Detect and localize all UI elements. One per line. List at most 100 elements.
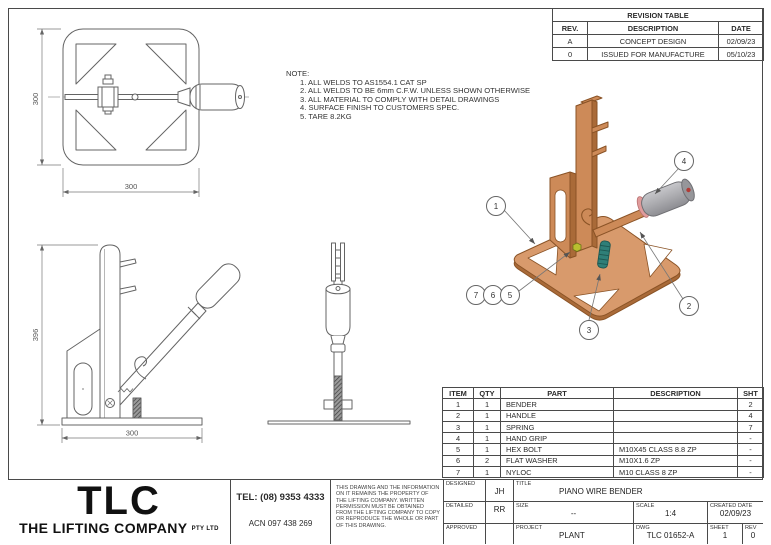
description-cell: M10X45 CLASS 8.8 ZP bbox=[613, 443, 738, 456]
grip-cylinder bbox=[325, 289, 351, 337]
bender-side-view bbox=[267, 242, 411, 425]
dim-top-view-height: 300 bbox=[31, 93, 40, 106]
qty-cell: 1 bbox=[473, 398, 501, 411]
dwg-label: DWG bbox=[636, 525, 650, 531]
balloon-6: 6 bbox=[483, 285, 503, 305]
parts-row: 3 1 SPRING 7 bbox=[442, 420, 764, 434]
description-col-header: DESCRIPTION bbox=[613, 386, 738, 400]
item-col-header: ITEM bbox=[442, 386, 474, 400]
fork-prong-left bbox=[331, 242, 336, 282]
date-cell: 02/09/23 bbox=[717, 34, 765, 48]
rev-number: 0 bbox=[750, 531, 756, 540]
parts-row: 1 1 BENDER 2 bbox=[442, 398, 764, 411]
dim-top-view-width: 300 bbox=[125, 182, 138, 191]
project-value: PLANT bbox=[559, 531, 585, 540]
disclaimer-text: THIS DRAWING AND THE INFORMATION ON IT R… bbox=[336, 485, 440, 529]
description-cell: M10 CLASS 8 ZP bbox=[613, 466, 738, 479]
part-col-header: PART bbox=[500, 386, 614, 400]
date-cell: 05/10/23 bbox=[717, 47, 765, 61]
note-line: 2. ALL WELDS TO BE 6mm C.F.W. UNLESS SHO… bbox=[300, 86, 531, 95]
parts-table: ITEM QTY PART DESCRIPTION SHT 1 1 BENDER… bbox=[442, 386, 764, 479]
disclaimer-cell: THIS DRAWING AND THE INFORMATION ON IT R… bbox=[330, 480, 443, 544]
dimension-lines bbox=[37, 244, 203, 443]
note-line: 3. ALL MATERIAL TO COMPLY WITH DETAIL DR… bbox=[300, 94, 500, 104]
dim-front-view-width: 300 bbox=[126, 429, 139, 438]
created-date-value: 02/09/23 bbox=[719, 509, 752, 518]
scale-label: SCALE bbox=[636, 503, 655, 509]
wire-squiggle bbox=[117, 388, 134, 393]
approved-label-cell: APPROVED bbox=[443, 523, 485, 544]
title-label: TITLE bbox=[516, 481, 532, 487]
sht-cell: - bbox=[737, 432, 764, 445]
drawing-title: PIANO WIRE BENDER bbox=[559, 487, 643, 496]
designed-value-cell: JH bbox=[485, 480, 513, 501]
item-cell: 7 bbox=[442, 466, 474, 479]
sheet-number: 1 bbox=[722, 531, 728, 540]
company-name-text: THE LIFTING COMPANY bbox=[19, 520, 188, 536]
spring-section bbox=[132, 397, 142, 421]
item-cell: 1 bbox=[442, 398, 474, 411]
wire-hook bbox=[134, 356, 148, 380]
scale-cell: SCALE 1:4 bbox=[633, 501, 707, 523]
phone-number: TEL: (08) 9353 4333 bbox=[236, 492, 325, 503]
svg-text:1: 1 bbox=[494, 202, 499, 211]
dwg-cell: DWG TLC 01652-A bbox=[633, 523, 707, 544]
parts-row: 4 1 HAND GRIP - bbox=[442, 432, 764, 445]
fork-prong-right bbox=[340, 242, 345, 282]
title-block: TLC THE LIFTING COMPANY PTY LTD TEL: (08… bbox=[8, 479, 763, 544]
vertical-post bbox=[99, 244, 121, 419]
description-cell: CONCEPT DESIGN bbox=[587, 34, 719, 48]
item-cell: 4 bbox=[442, 432, 474, 445]
description-cell: M10X1.6 ZP bbox=[613, 454, 738, 468]
hex-bolt-iso bbox=[572, 242, 582, 252]
approved-value-cell bbox=[485, 523, 513, 544]
dimension-lines bbox=[37, 28, 200, 197]
size-label: SIZE bbox=[516, 503, 529, 509]
acn-number: ACN 097 438 269 bbox=[248, 519, 313, 528]
project-cell: PROJECT PLANT bbox=[513, 523, 633, 544]
rev-col-header: REV. bbox=[552, 21, 588, 35]
sht-cell: - bbox=[737, 443, 764, 456]
note-line: 4. SURFACE FINISH TO CUSTOMERS SPEC. bbox=[300, 103, 460, 112]
description-cell bbox=[613, 432, 738, 445]
rev-cell: 0 bbox=[552, 47, 588, 61]
gusset-plate-iso bbox=[549, 171, 577, 259]
balloon-2: 2 bbox=[679, 296, 699, 316]
hand-grip-top-view bbox=[177, 83, 245, 111]
fasteners-iso bbox=[572, 240, 611, 269]
item-cell: 5 bbox=[442, 443, 474, 456]
dwg-number: TLC 01652-A bbox=[646, 531, 695, 540]
notes-block: NOTE: 1. ALL WELDS TO AS1554.1 CAT SP 2.… bbox=[286, 69, 531, 121]
description-cell bbox=[613, 420, 738, 434]
part-cell: SPRING bbox=[500, 420, 614, 434]
description-cell bbox=[613, 409, 738, 422]
balloon-3: 3 bbox=[579, 320, 599, 340]
balloon-1: 1 bbox=[486, 196, 506, 216]
company-logo-cell: TLC THE LIFTING COMPANY PTY LTD bbox=[8, 480, 230, 544]
peg-lower bbox=[119, 285, 137, 295]
dim-front-view-height: 396 bbox=[31, 329, 40, 342]
created-date-label: CREATED DATE bbox=[710, 503, 753, 509]
balloon-callouts: 1 4 2 3 7 6 5 bbox=[466, 151, 699, 340]
detailed-label: DETAILED bbox=[446, 503, 473, 509]
project-label: PROJECT bbox=[516, 525, 543, 531]
spring-iso bbox=[597, 240, 611, 269]
sht-col-header: SHT bbox=[737, 386, 764, 400]
grip-end-dot bbox=[686, 187, 691, 193]
qty-cell: 1 bbox=[473, 432, 501, 445]
rev-label: REV bbox=[745, 525, 757, 531]
rev-cell: A bbox=[552, 34, 588, 48]
peg-upper bbox=[119, 258, 137, 268]
balloon-7: 7 bbox=[466, 285, 486, 305]
part-cell: HANDLE bbox=[500, 409, 614, 422]
rev-cell: REV 0 bbox=[742, 523, 763, 544]
contact-cell: TEL: (08) 9353 4333 ACN 097 438 269 bbox=[230, 480, 330, 544]
base-plate-edge bbox=[267, 420, 411, 425]
vertical-post-iso bbox=[575, 95, 609, 253]
company-suffix: PTY LTD bbox=[191, 526, 219, 532]
revision-table-title: REVISION TABLE bbox=[551, 8, 765, 22]
part-cell: BENDER bbox=[500, 398, 614, 411]
handle-iso bbox=[581, 178, 695, 238]
item-cell: 2 bbox=[442, 409, 474, 422]
